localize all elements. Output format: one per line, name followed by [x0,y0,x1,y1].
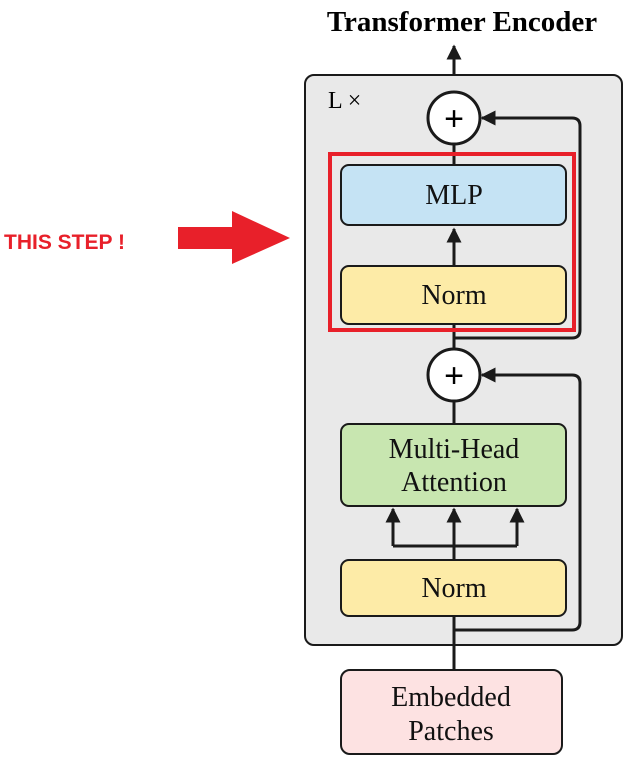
attention-label-line2: Attention [401,467,507,498]
add-symbol-top: + [444,100,464,138]
embedded-patches-block [340,669,563,755]
highlight-box [328,152,576,332]
norm-bottom-block [340,559,567,617]
diagram-title: Transformer Encoder [327,6,597,38]
annotation-arrow [178,211,290,264]
repeat-label: L × [328,88,361,114]
attention-block [340,423,567,507]
norm-bottom-label: Norm [421,573,487,604]
add-circle-bottom [426,347,482,403]
add-symbol-bottom: + [444,357,464,395]
annotation-text: THIS STEP ! [4,231,125,254]
attention-fan-connector [391,512,519,562]
mlp-label: MLP [425,180,483,211]
mlp-block [340,164,567,226]
residual-connection-top [454,110,582,340]
attention-label-line1: Multi-Head [389,434,520,465]
embedded-label-line2: Patches [408,716,494,747]
norm-top-label: Norm [421,280,487,311]
add-circle-top [426,90,482,146]
residual-connection-bottom [454,367,582,632]
embedded-label-line1: Embedded [391,682,511,713]
norm-top-block [340,265,567,325]
